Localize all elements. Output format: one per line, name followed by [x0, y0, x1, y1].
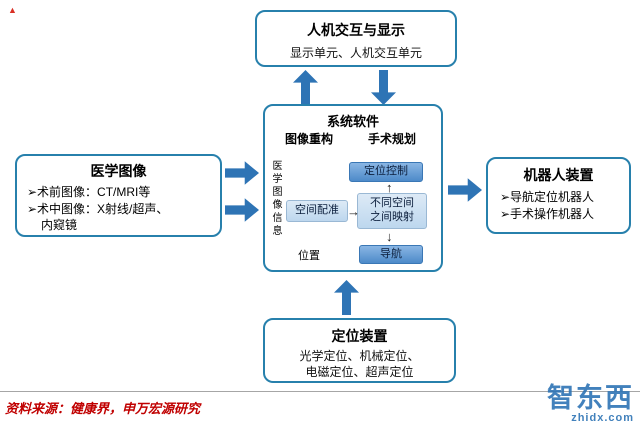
arrow-left-to-center-upper [225, 161, 259, 185]
positioning-device-line1: 光学定位、机械定位、 [299, 349, 420, 363]
spatial-registration-node: 空间配准 [286, 200, 348, 222]
positioning-control-label: 定位控制 [364, 165, 408, 178]
arrow-top-to-center [371, 70, 396, 105]
robot-device-item-navigation: ➢导航定位机器人 [500, 190, 595, 204]
hmi-display-box: 人机交互与显示 显示单元、人机交互单元 [255, 10, 457, 67]
positioning-control-node: 定位控制 [349, 162, 423, 182]
spatial-registration-label: 空间配准 [295, 204, 339, 217]
medical-image-title: 医学图像 [90, 163, 147, 179]
navigation-label: 导航 [380, 247, 402, 260]
medical-image-item-intraop-cont: 内窥镜 [41, 218, 78, 233]
mini-arrow-up-icon: ↑ [386, 180, 393, 195]
arrow-left-to-center-lower [225, 198, 259, 222]
footer-divider [0, 391, 640, 392]
positioning-device-title: 定位装置 [331, 328, 388, 344]
mini-arrow-right-icon: → [347, 204, 360, 219]
zhidx-domain: zhidx.com [571, 412, 634, 424]
watermark: 智东西 zhidx.com [547, 376, 634, 424]
robot-device-box: 机器人装置 ➢导航定位机器人 ➢手术操作机器人 [486, 157, 631, 234]
space-mapping-label-line2: 之间映射 [370, 211, 414, 223]
positioning-device-box: 定位装置 光学定位、机械定位、 电磁定位、超声定位 [263, 318, 456, 383]
mini-arrow-down-icon: ↓ [386, 229, 393, 244]
source-note: 资料来源：健康界，申万宏源研究 [5, 401, 201, 416]
position-label: 位置 [298, 250, 320, 262]
medical-image-item-intraop: ➢术中图像：X射线/超声、 [27, 201, 169, 216]
medical-image-info-vertical-label: 医学图像信息 [270, 160, 281, 238]
positioning-device-line2: 电磁定位、超声定位 [305, 364, 414, 379]
medical-image-box: 医学图像 ➢术前图像：CT/MRI等 ➢术中图像：X射线/超声、 内窥镜 [15, 154, 222, 237]
navigation-node: 导航 [359, 245, 423, 264]
system-software-title: 系统软件 [326, 114, 379, 129]
hmi-display-title: 人机交互与显示 [307, 22, 405, 38]
robot-device-title: 机器人装置 [523, 167, 594, 183]
system-software-box: 系统软件 图像重构 手术规划 医学图像信息 定位控制 空间配准 不同空间 之间映… [263, 104, 443, 272]
arrow-bottom-to-center [334, 280, 359, 315]
arrow-center-to-top [293, 70, 318, 105]
medical-image-item-preop: ➢术前图像：CT/MRI等 [27, 185, 151, 199]
space-mapping-node: 不同空间 之间映射 [357, 193, 427, 229]
hmi-display-subtitle: 显示单元、人机交互单元 [289, 46, 422, 60]
robot-device-item-operation: ➢手术操作机器人 [500, 206, 595, 221]
arrow-center-to-right [448, 178, 482, 202]
image-reconstruction-label: 图像重构 [285, 132, 334, 146]
space-mapping-label-line1: 不同空间 [370, 197, 414, 210]
surgery-planning-label: 手术规划 [368, 132, 417, 146]
red-corner-mark-icon: ▲ [8, 5, 17, 15]
zhidx-logo: 智东西 [547, 383, 634, 413]
